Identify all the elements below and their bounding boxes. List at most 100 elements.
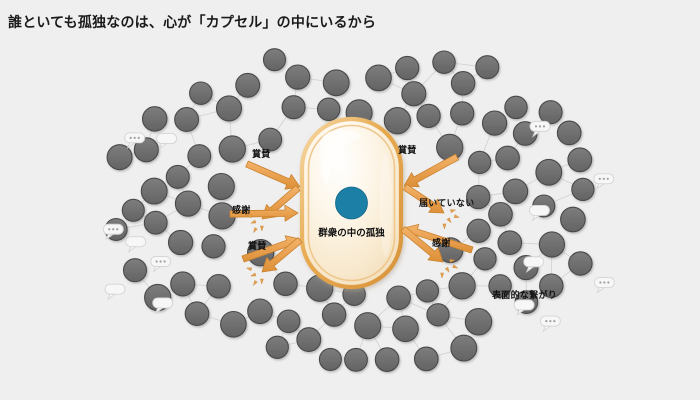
inner-self-dot	[335, 186, 368, 220]
crowd-person-node	[296, 327, 322, 353]
crowd-person-node	[567, 147, 593, 173]
impact-spark	[440, 272, 445, 279]
crowd-person-node	[560, 206, 586, 233]
crowd-person-node	[140, 177, 168, 205]
crowd-person-node	[141, 106, 168, 132]
speech-bubble-tail	[158, 143, 169, 150]
crowd-person-node	[273, 271, 298, 297]
crowd-person-node	[189, 81, 213, 105]
crowd-person-node	[495, 145, 520, 171]
crowd-person-node	[281, 95, 306, 120]
speech-bubble	[102, 223, 124, 241]
crowd-person-node	[316, 97, 341, 122]
crowd-person-node	[167, 229, 194, 256]
crowd-person-node	[206, 274, 231, 299]
crowd-person-node	[448, 272, 476, 300]
speech-bubble-dot	[534, 125, 538, 128]
speech-bubble-dot	[603, 281, 606, 284]
speech-bubble	[529, 120, 551, 138]
speech-bubble	[539, 315, 561, 333]
crowd-person-node	[262, 48, 287, 72]
speech-bubble	[528, 204, 550, 222]
crowd-person-node	[450, 334, 478, 362]
crowd-person-node	[247, 298, 273, 325]
speech-bubble-dot	[549, 320, 552, 323]
crowd-person-node	[322, 69, 350, 97]
crowd-person-node	[488, 201, 513, 227]
spark-gratitude-right	[440, 259, 459, 279]
capsule-shape	[299, 116, 404, 290]
crowd-person-node	[450, 101, 475, 126]
speech-bubble-tail	[126, 142, 137, 150]
speech-bubble	[593, 173, 615, 191]
impact-spark-layer	[245, 209, 460, 287]
speech-bubble-dot	[607, 281, 610, 284]
impact-spark	[253, 227, 258, 234]
crowd-person-node	[488, 274, 512, 298]
speech-bubble	[593, 277, 615, 294]
crowd-person-node	[426, 303, 450, 327]
capsule-center-label: 群衆の中の孤独	[318, 228, 385, 239]
crowd-person-node	[321, 302, 347, 327]
crowd-person-node	[215, 95, 243, 122]
incoming-arrow-praise-right-top	[403, 153, 459, 188]
crowd-person-node	[344, 347, 368, 372]
speech-bubble-tail	[152, 266, 163, 273]
crowd-person-node	[432, 50, 456, 74]
arrow-label-praise-right-top: 賞賛	[398, 146, 417, 156]
arrow-label-gratitude-left-mid: 感謝	[232, 206, 251, 216]
speech-bubble-dot	[112, 228, 115, 231]
speech-bubble-layer	[102, 120, 615, 333]
speech-bubble-tail	[542, 325, 552, 333]
crowd-person-node	[187, 144, 212, 169]
impact-spark	[245, 267, 252, 272]
crowd-person-node	[174, 107, 200, 132]
crowd-person-node	[473, 247, 497, 271]
speech-bubble-dot	[553, 320, 556, 323]
annotation-surface-connection: 表面的な繋がり	[492, 291, 558, 301]
capsule-inner-rim	[307, 124, 396, 282]
arrow-label-praise-left-top: 賞賛	[252, 150, 271, 160]
crowd-person-node	[538, 100, 563, 125]
crowd-person-node	[122, 258, 148, 283]
crowd-person-node	[464, 308, 493, 336]
crowd-person-node	[265, 335, 289, 359]
speech-bubble-dot	[602, 177, 605, 180]
speech-bubble	[513, 299, 535, 317]
spark-praise-left-bottom	[245, 267, 264, 287]
speech-bubble-body	[513, 299, 535, 311]
crowd-person-node	[184, 301, 210, 327]
speech-bubble-tail	[154, 307, 165, 315]
crowd-node-layer	[104, 48, 595, 372]
speech-bubble	[125, 236, 147, 253]
speech-bubble-tail	[531, 130, 542, 138]
speech-bubble-tail	[595, 183, 606, 191]
speech-bubble-dot	[159, 260, 162, 263]
spark-praise-right-top	[442, 209, 460, 230]
crowd-person-node	[571, 177, 595, 202]
speech-bubble-dot	[542, 125, 546, 128]
crowd-person-node	[170, 271, 196, 297]
impact-spark	[245, 214, 252, 219]
crowd-person-node	[285, 64, 311, 90]
crowd-person-node	[258, 127, 283, 152]
crowd-person-node	[466, 184, 491, 210]
crowd-person-node	[386, 285, 411, 311]
impact-spark	[452, 264, 459, 269]
crowd-person-node	[165, 164, 190, 189]
speech-bubble-tail	[525, 266, 536, 274]
speech-bubble	[104, 283, 126, 301]
crowd-person-node	[174, 190, 202, 217]
speech-bubble-dot	[598, 177, 601, 180]
speech-bubble	[152, 297, 174, 315]
speech-bubble-tail	[596, 287, 606, 294]
arrow-label-praise-left-bottom: 賞賛	[248, 242, 267, 252]
deflected-arrow-gratitude-right	[400, 226, 444, 263]
speech-bubble	[523, 256, 545, 274]
crowd-person-node	[415, 279, 440, 303]
deflected-arrow-praise-right-top	[402, 183, 445, 214]
impact-spark	[450, 209, 457, 214]
speech-bubble-dot	[108, 228, 111, 231]
speech-bubble-dot	[538, 125, 542, 128]
